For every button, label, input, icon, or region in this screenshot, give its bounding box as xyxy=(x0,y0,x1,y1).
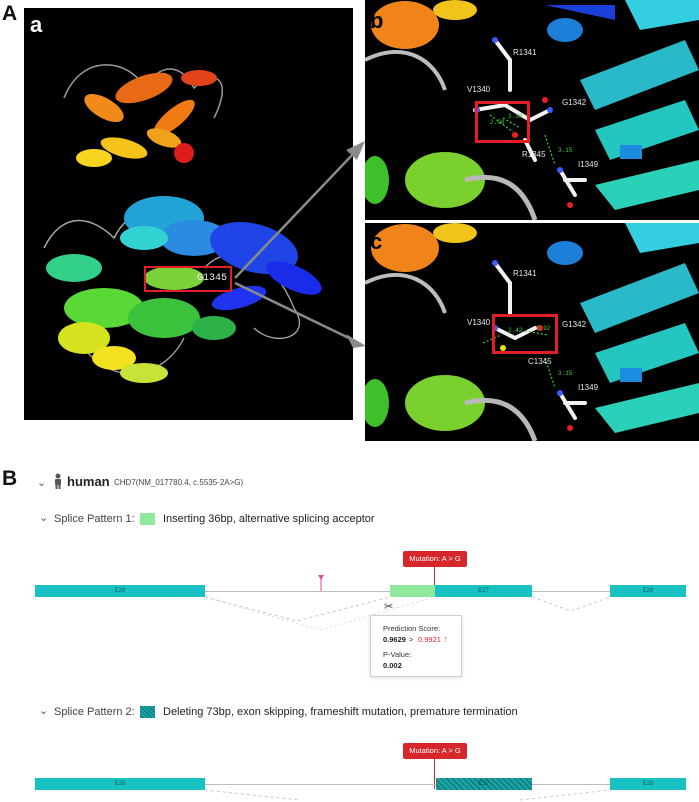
residue-label: I1349 xyxy=(578,160,599,169)
deletion-swatch xyxy=(140,706,155,718)
mutation-badge-2: Mutation: A > G xyxy=(403,743,467,759)
species-name: human xyxy=(67,474,110,489)
residue-label: R1341 xyxy=(513,48,537,57)
subpanel-c-mutant-detail: R1341 V1340 G1342 C1345 I1349 2.42 2.92 … xyxy=(365,223,699,441)
distance-label: 2.42 xyxy=(508,327,523,334)
pvalue-value: 0.002 xyxy=(383,661,402,670)
distance-label: 3.15 xyxy=(558,370,573,377)
splice-pattern-2-description: Deleting 73bp, exon skipping, frameshift… xyxy=(163,706,518,718)
distance-label: 3.30 xyxy=(508,113,523,120)
prediction-score-from: 0.9629 xyxy=(383,635,406,644)
mutation-badge-1: Mutation: A > G xyxy=(403,551,467,567)
subpanel-b-letter: b xyxy=(370,8,384,33)
residue-label: V1340 xyxy=(467,85,491,94)
residue-label: I1349 xyxy=(578,383,599,392)
exon-e28: E28 xyxy=(610,778,686,790)
exon-e27: E27 xyxy=(435,585,532,597)
panel-label-b: B xyxy=(2,467,18,490)
chevron-down-icon[interactable]: ⌄ xyxy=(37,477,47,489)
exon-e26: E26 xyxy=(35,778,205,790)
residue-label: R1341 xyxy=(513,269,537,278)
residue-label: C1345 xyxy=(528,357,552,366)
residue-label: R1345 xyxy=(522,150,546,159)
splice-pattern-1-label: Splice Pattern 1: xyxy=(54,513,135,525)
panel-label-a: A xyxy=(2,2,18,25)
wildtype-structure xyxy=(365,0,699,220)
splice-pattern-2-label: Splice Pattern 2: xyxy=(54,706,135,718)
splice-pattern-1-description: Inserting 36bp, alternative splicing acc… xyxy=(163,513,375,525)
mutant-structure xyxy=(365,223,699,441)
person-icon xyxy=(53,473,63,494)
score-up-arrow-icon: ↑ xyxy=(444,634,448,643)
insertion-swatch xyxy=(140,513,155,525)
residue-tag-g1345: G1345 xyxy=(197,273,228,284)
prediction-tooltip: Prediction Score: 0.9629 > 0.9921 ↑ P-Va… xyxy=(370,615,462,677)
distance-label: 2.92 xyxy=(536,325,551,332)
subpanel-a-letter: a xyxy=(30,12,43,37)
residue-label: G1342 xyxy=(562,320,587,329)
distance-label: 3.15 xyxy=(558,147,573,154)
residue-label: V1340 xyxy=(467,318,491,327)
mutation-marker-line xyxy=(434,759,435,789)
subpanel-c-letter: c xyxy=(370,229,383,254)
prediction-score-arrow: > xyxy=(409,635,414,644)
exon-e26: E26 xyxy=(35,585,205,597)
chevron-down-icon[interactable]: ⌄ xyxy=(39,512,49,524)
subpanel-b-wildtype-detail: R1341 V1340 G1342 R1345 I1349 2.98 3.30 … xyxy=(365,0,699,220)
protein-ribbon-figure xyxy=(43,64,322,383)
prediction-score-to: 0.9921 xyxy=(418,635,441,644)
pvalue-label: P-Value: xyxy=(383,650,412,659)
scissors-icon: ✂ xyxy=(384,601,394,613)
highlight-box-b xyxy=(475,101,530,143)
mutation-marker-line xyxy=(434,567,435,597)
variant-name: CHD7(NM_017780.4, c.5535-2A>G) xyxy=(114,478,244,487)
residue-label: G1342 xyxy=(562,98,587,107)
exon-e28: E28 xyxy=(610,585,686,597)
distance-label: 2.98 xyxy=(490,119,505,126)
subpanel-a-protein-structure: G1345 xyxy=(24,8,353,420)
highlight-box-a xyxy=(144,266,232,292)
intron-line xyxy=(205,784,610,785)
chevron-down-icon[interactable]: ⌄ xyxy=(39,705,49,717)
highlight-box-c xyxy=(492,314,558,354)
prediction-score-label: Prediction Score: xyxy=(383,624,441,633)
insertion-block xyxy=(390,585,435,597)
exon-e27-skipped: E27 xyxy=(436,778,532,790)
